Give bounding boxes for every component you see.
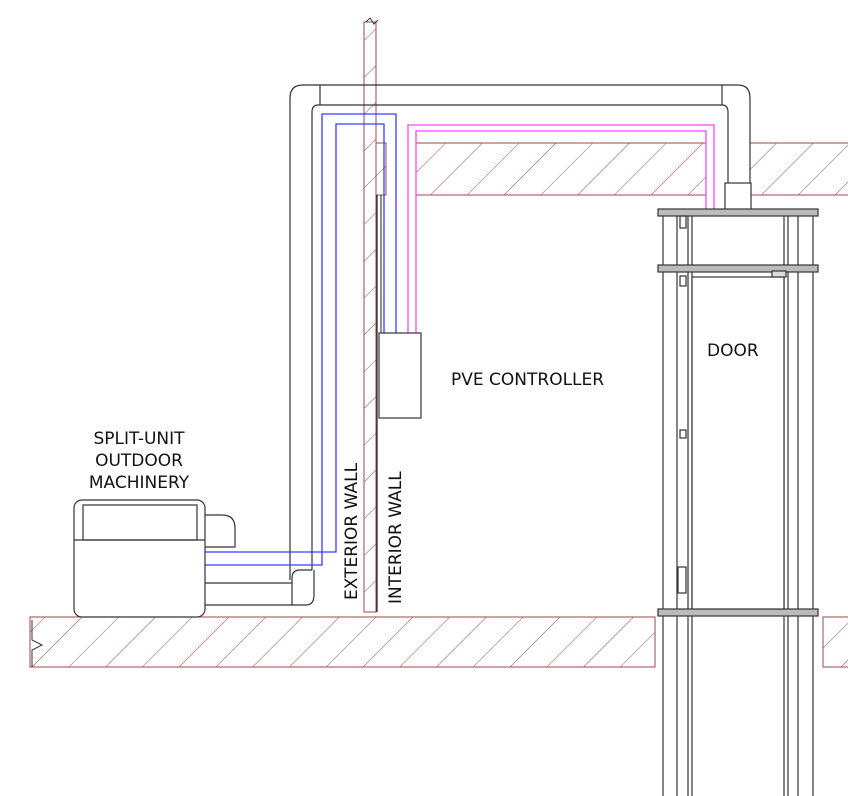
pve-controller-box: [378, 332, 422, 419]
outdoor-unit-label: SPLIT-UNIT OUTDOOR MACHINERY: [83, 428, 195, 494]
interior-wall-label: INTERIOR WALL: [386, 471, 406, 604]
floor-slab: [29, 616, 848, 668]
control-wiring: [407, 124, 715, 333]
ceiling-slab: [415, 142, 848, 196]
duct: [205, 84, 752, 606]
outdoor-unit-label-line: MACHINERY: [88, 473, 190, 493]
exterior-wall: [363, 17, 387, 613]
door-label: DOOR: [707, 341, 759, 361]
exterior-wall-label: EXTERIOR WALL: [342, 462, 362, 600]
outdoor-unit: [73, 499, 236, 618]
controller-label: PVE CONTROLLER: [451, 370, 605, 390]
outdoor-unit-label-line: OUTDOOR: [95, 451, 183, 471]
outdoor-unit-label-line: SPLIT-UNIT: [93, 429, 185, 449]
door: [657, 208, 819, 796]
refrigerant-lines: [205, 113, 397, 566]
interior-wall: [376, 195, 382, 612]
